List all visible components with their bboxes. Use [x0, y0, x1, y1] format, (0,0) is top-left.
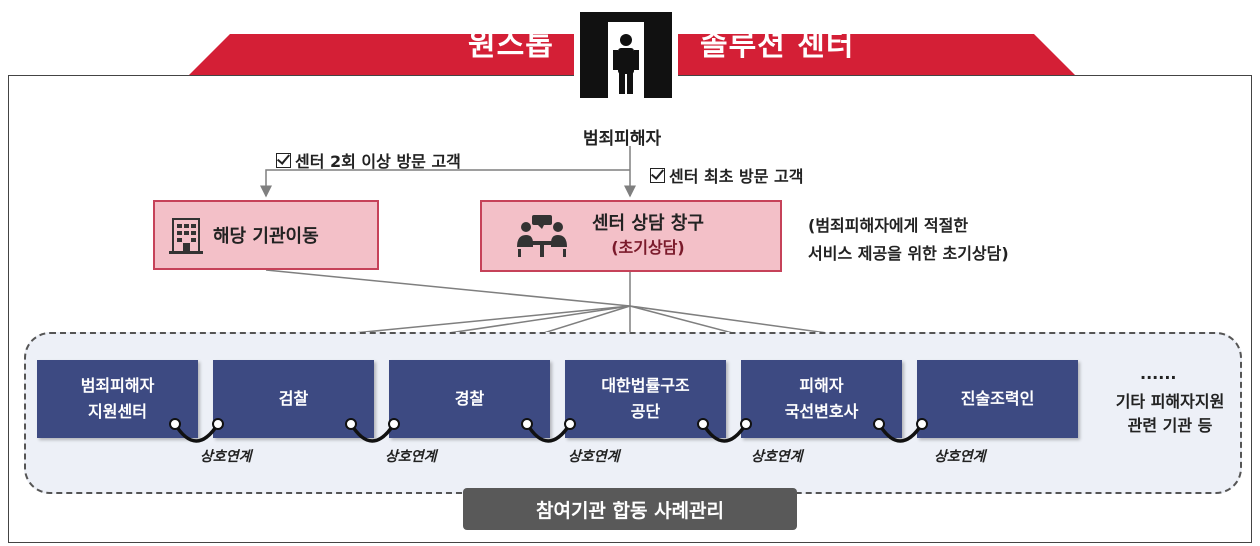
- link-node: [916, 418, 928, 430]
- link-node: [564, 418, 576, 430]
- agency-transfer-box: 해당 기관이동: [153, 200, 379, 270]
- note-line-2: 서비스 제공을 위한 초기상담): [808, 244, 1009, 263]
- other-agencies-line-1: 기타 피해자지원: [1115, 392, 1225, 411]
- link-label: 상호연계: [751, 449, 803, 465]
- link-node: [697, 418, 709, 430]
- more-dots: ......: [1140, 364, 1177, 383]
- link-node: [345, 418, 357, 430]
- agency-transfer-label: 해당 기관이동: [213, 226, 319, 247]
- agency-line-1: 대한법률구조: [601, 376, 690, 395]
- link-label: 상호연계: [568, 449, 620, 465]
- agency-line-1: 경찰: [454, 389, 485, 408]
- building-icon: [169, 218, 203, 254]
- agency-line-2: 지원센터: [88, 402, 147, 421]
- agency-line-1: 피해자: [799, 376, 844, 395]
- repeat-visit-text: 센터 2회 이상 방문 고객: [295, 152, 461, 171]
- link-label: 상호연계: [200, 449, 252, 465]
- agency-line-1: 진술조력인: [960, 389, 1035, 408]
- note-line-1: (범죄피해자에게 적절한: [808, 216, 969, 235]
- agency-line-1: 범죄피해자: [80, 376, 155, 395]
- repeat-visit-label: 센터 2회 이상 방문 고객: [276, 148, 461, 172]
- other-agencies-label: 기타 피해자지원 관련 기관 등: [1095, 390, 1245, 438]
- counsel-desk-title: 센터 상담 창구: [592, 213, 704, 234]
- banner-left-text: 원스톱: [468, 28, 554, 63]
- link-node: [212, 418, 224, 430]
- agency-line-1: 검찰: [278, 389, 309, 408]
- checkbox-icon: [276, 152, 291, 168]
- consultation-icon: [517, 215, 567, 257]
- joint-case-management-label: 참여기관 합동 사례관리: [463, 488, 797, 530]
- counsel-desk-box: 센터 상담 창구 (초기상담): [480, 200, 782, 272]
- other-agencies-line-2: 관련 기관 등: [1127, 416, 1213, 435]
- counsel-desk-text: 센터 상담 창구 (초기상담): [592, 212, 704, 260]
- link-node: [169, 418, 181, 430]
- agency-box: 경찰: [389, 360, 550, 438]
- link-node: [388, 418, 400, 430]
- banner-right-text: 솔루션 센터: [700, 28, 855, 63]
- victim-label: 범죄피해자: [583, 129, 662, 149]
- agency-line-2: 공단: [630, 402, 661, 421]
- agency-line-2: 국선변호사: [784, 402, 859, 421]
- agency-box: 진술조력인: [917, 360, 1078, 438]
- link-node: [740, 418, 752, 430]
- first-visit-text: 센터 최초 방문 고객: [669, 167, 804, 186]
- checkbox-icon: [650, 167, 665, 183]
- open-door-icon: [574, 12, 678, 98]
- link-node: [521, 418, 533, 430]
- counsel-desk-subtitle: (초기상담): [611, 238, 685, 257]
- link-label: 상호연계: [385, 449, 437, 465]
- first-visit-label: 센터 최초 방문 고객: [650, 163, 803, 187]
- link-label: 상호연계: [934, 449, 986, 465]
- link-node: [873, 418, 885, 430]
